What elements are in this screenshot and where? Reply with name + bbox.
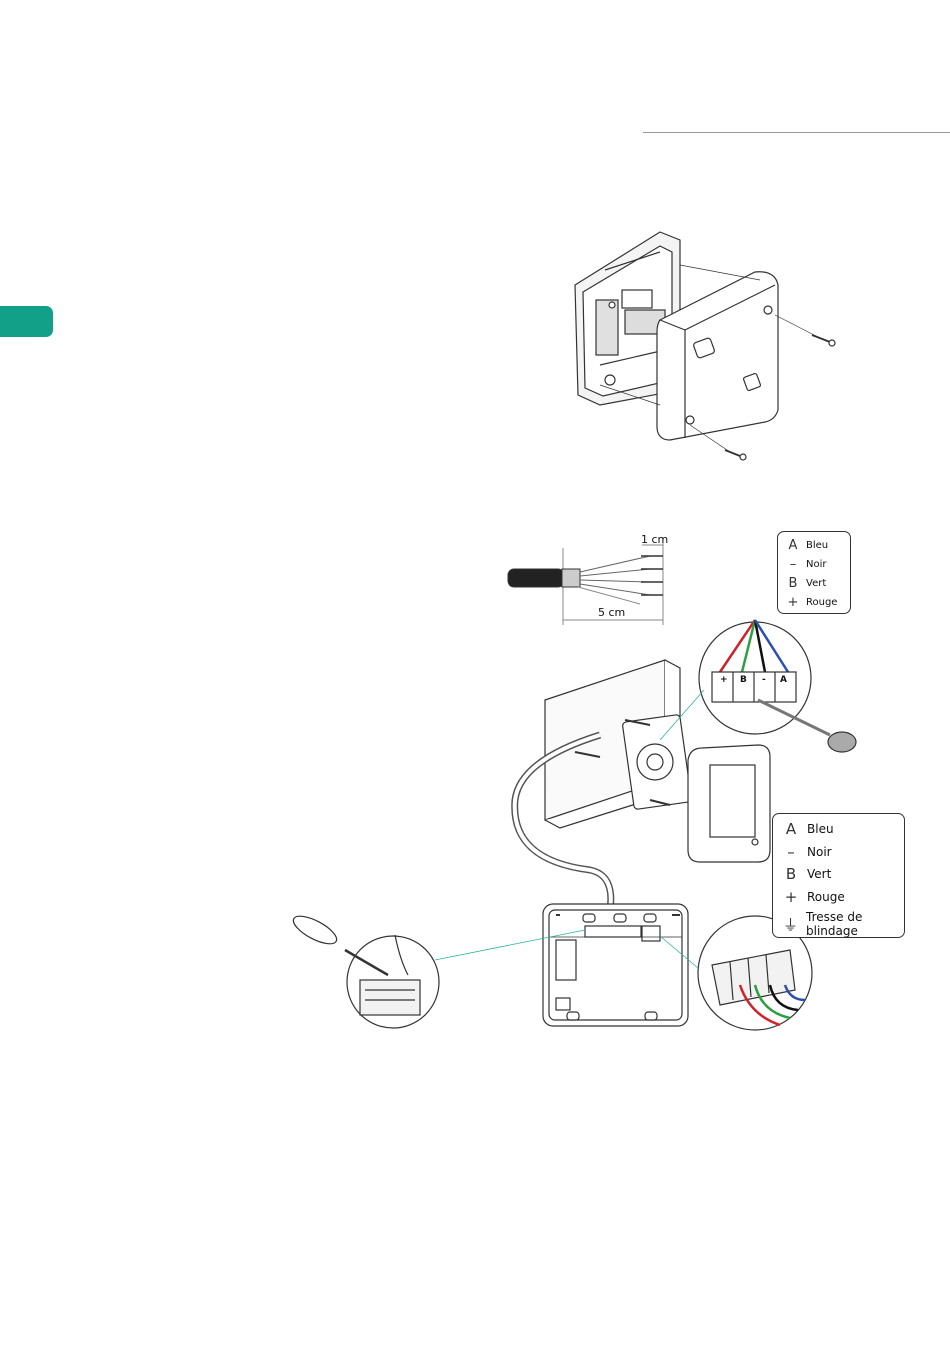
legend-label: Noir [806, 559, 827, 570]
legend-row: + Rouge [786, 595, 837, 610]
legend-symbol: + [783, 888, 799, 906]
legend-label: Noir [807, 845, 832, 859]
legend-row: A Bleu [786, 538, 828, 553]
cable-stripping-drawing [508, 537, 663, 625]
legend-label: Tresse de blindage [806, 910, 904, 938]
terminal-label-a: A [780, 675, 787, 685]
thermostat-terminal-zoom [660, 620, 856, 752]
legend-row: – Noir [786, 557, 827, 572]
legend-label: Vert [806, 578, 826, 589]
legend-row: – Noir [783, 843, 832, 861]
legend-label: Bleu [807, 822, 834, 836]
legend-row: B Vert [786, 576, 826, 591]
terminal-label-plus: + [720, 675, 728, 685]
legend-label: Vert [807, 867, 831, 881]
terminal-label-minus: - [762, 675, 766, 685]
legend-label: Rouge [806, 597, 837, 608]
terminal-label-b: B [740, 675, 747, 685]
central-unit-exploded-drawing [575, 232, 835, 460]
legend-row: B Vert [783, 865, 831, 883]
legend-symbol: – [783, 843, 799, 861]
legend-symbol: – [786, 557, 800, 572]
legend-symbol: A [786, 538, 800, 553]
legend-symbol: A [783, 820, 799, 838]
legend-row: + Rouge [783, 888, 845, 906]
strip-length-long: 5 cm [598, 606, 625, 619]
legend-label: Rouge [807, 890, 845, 904]
legend-symbol: + [786, 595, 800, 610]
wire-color-legend-large: A Bleu – Noir B Vert + Rouge ⏚ Tresse de… [772, 813, 905, 938]
legend-row: A Bleu [783, 820, 834, 838]
screwdriver-zoom [290, 911, 585, 1028]
legend-label: Bleu [806, 540, 828, 551]
ground-icon: ⏚ [783, 914, 798, 935]
wire-color-legend-small: A Bleu – Noir B Vert + Rouge [777, 531, 851, 614]
legend-symbol: B [783, 865, 799, 883]
central-unit-board-drawing [543, 904, 688, 1026]
strip-length-short: 1 cm [641, 533, 668, 546]
legend-symbol: B [786, 576, 800, 591]
legend-row: ⏚ Tresse de blindage [783, 910, 904, 938]
